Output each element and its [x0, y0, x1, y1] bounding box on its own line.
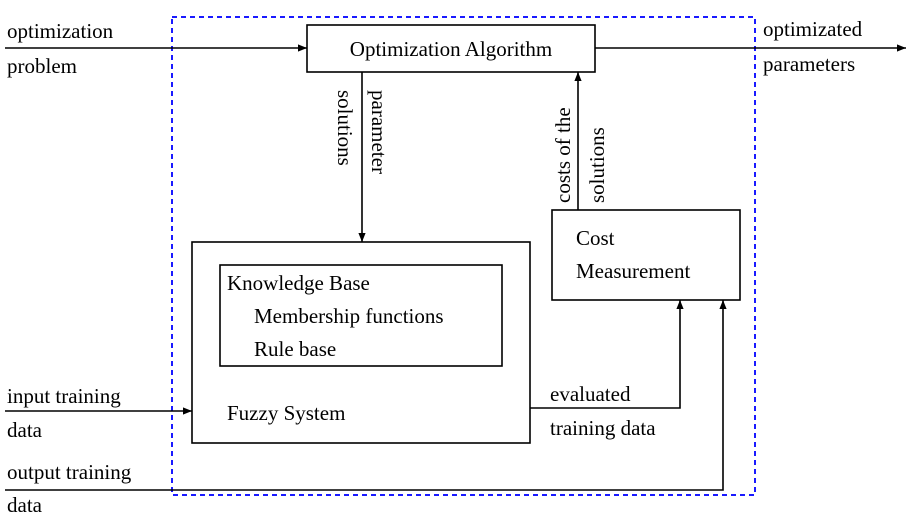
input-training-label-line2: data	[7, 418, 43, 442]
solutions-down-label: solutions	[333, 90, 357, 166]
knowledge-base-label: Knowledge Base	[227, 271, 370, 295]
input-training-label-line1: input training	[7, 384, 121, 408]
measurement-label: Measurement	[576, 259, 690, 283]
output-training-label-line2: data	[7, 493, 43, 517]
parameter-label: parameter	[367, 90, 391, 174]
cost-measurement-box	[551, 209, 741, 301]
optimized-parameters-label-line2: parameters	[763, 52, 855, 76]
optimization-algorithm-box	[306, 24, 596, 73]
training-data-label: training data	[550, 416, 656, 440]
rule-base-label: Rule base	[254, 337, 336, 361]
optimization-algorithm-label: Optimization Algorithm	[350, 37, 552, 61]
knowledge-base-box	[219, 264, 503, 367]
solutions-up-label: solutions	[585, 127, 609, 203]
cost-label: Cost	[576, 226, 615, 250]
optimized-parameters-label-line1: optimizated	[763, 17, 863, 41]
output-training-label-line1: output training	[7, 460, 132, 484]
membership-functions-label: Membership functions	[254, 304, 444, 328]
optimization-problem-label-line1: optimization	[7, 19, 114, 43]
costs-of-the-label: costs of the	[551, 107, 575, 203]
evaluated-data-arrow	[530, 300, 684, 409]
fuzzy-system-label: Fuzzy System	[227, 401, 345, 425]
optimization-problem-label-line2: problem	[7, 54, 77, 78]
output-training-arrow	[5, 300, 727, 491]
system-boundary	[171, 16, 756, 496]
evaluated-label: evaluated	[550, 382, 631, 406]
